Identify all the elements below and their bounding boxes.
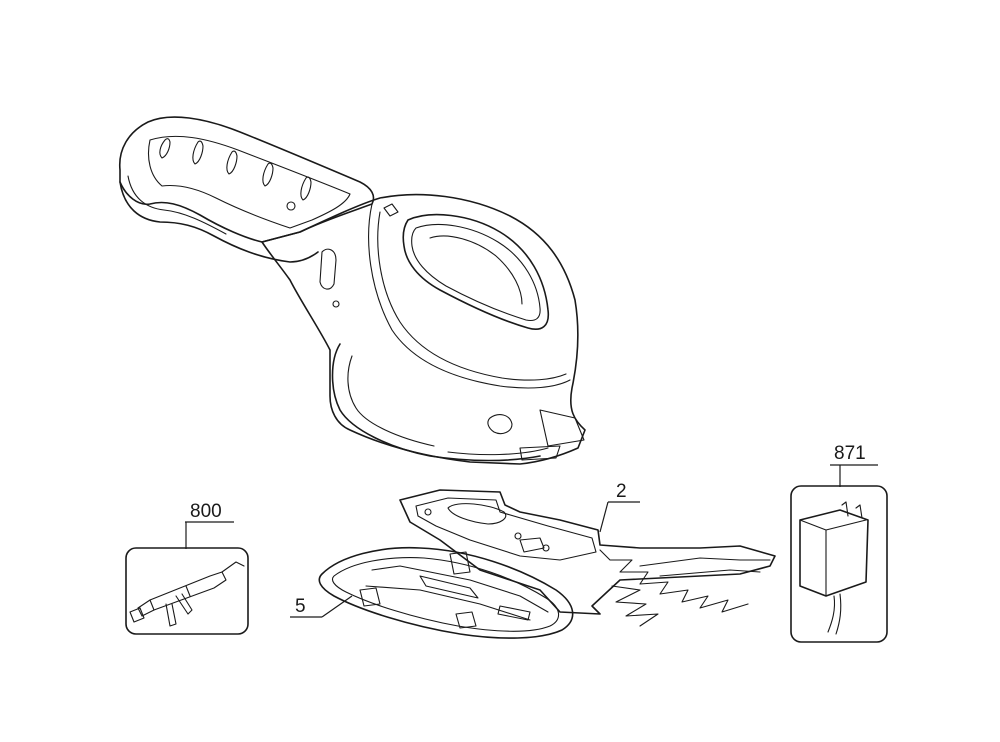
blade-drawing (399, 489, 776, 627)
callout-800: 800 (190, 501, 222, 522)
leader-lines (185, 464, 878, 618)
charger-box (790, 485, 888, 643)
grip-slots (159, 138, 312, 211)
shear-body-drawing (119, 116, 586, 465)
charger-cord-box (125, 547, 249, 635)
callout-5: 5 (295, 596, 306, 617)
callout-871: 871 (834, 443, 866, 464)
blade-guard-drawing (318, 546, 574, 639)
callout-2: 2 (616, 481, 627, 502)
